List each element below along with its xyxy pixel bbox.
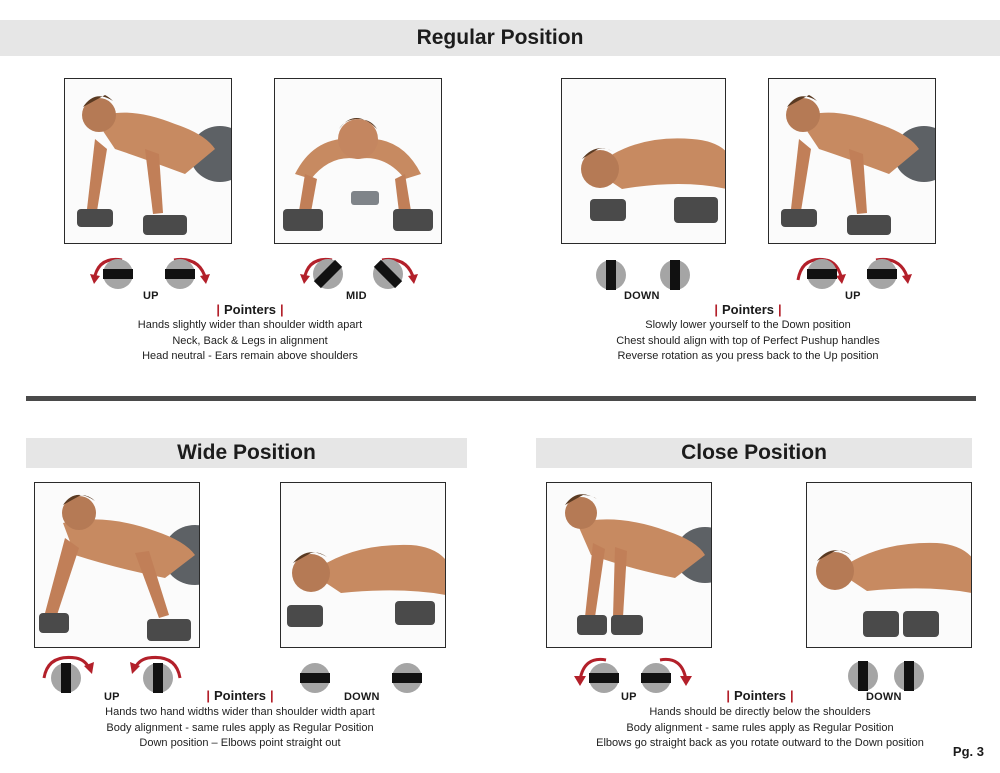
handle-horizontal-icon [298,661,332,695]
regular-mid-photo [274,78,442,244]
close-up-label: UP [621,691,637,703]
pointer-line: Chest should align with top of Perfect P… [616,334,880,347]
accent-bar-icon: | [270,688,274,703]
regular-down-label: DOWN [624,290,660,302]
rotate-clockwise-close-icon [630,650,694,696]
regular-position-banner: Regular Position [0,20,1000,56]
wide-pointers-title: |Pointers| [140,688,340,703]
close-up-photo [546,482,712,648]
regular-position-title: Regular Position [416,26,584,49]
rotate-counterclockwise-mid-icon [296,250,352,292]
wide-pointers-list: Hands two hand widths wider than shoulde… [80,705,400,752]
wide-down-photo [280,482,446,648]
close-position-title: Close Position [681,441,827,464]
wide-up-label: UP [104,691,120,703]
wide-position-banner: Wide Position [26,438,467,468]
regular-right-pointers-title: |Pointers| [648,302,848,317]
pointer-line: Slowly lower yourself to the Down positi… [645,319,851,331]
rotate-clockwise-mid-icon [362,250,422,292]
pointers-heading: Pointers [721,302,774,317]
regular-up-photo [64,78,232,244]
wide-down-label: DOWN [344,691,380,703]
wide-up-photo [34,482,200,648]
accent-bar-icon: | [790,688,794,703]
rotate-clockwise-icon [154,250,214,292]
regular-up-label: UP [143,290,159,302]
close-position-banner: Close Position [536,438,972,468]
regular-down-photo [561,78,726,244]
close-down-photo [806,482,972,648]
rotate-clockwise-vertical-icon [36,650,96,696]
accent-bar-icon: | [280,302,284,317]
pointers-heading: Pointers [213,688,266,703]
pointers-heading: Pointers [223,302,276,317]
pointer-line: Elbows go straight back as you rotate ou… [596,737,924,749]
accent-bar-icon: | [216,302,220,317]
pointer-line: Hands two hand widths wider than shoulde… [105,706,375,718]
regular-left-pointers-list: Hands slightly wider than shoulder width… [100,318,400,365]
pointer-line: Hands slightly wider than shoulder width… [137,319,363,331]
handle-vertical-icon [846,659,880,693]
accent-bar-icon: | [778,302,782,317]
pointer-line: Hands should be directly below the shoul… [649,706,871,718]
regular-right-pointers-list: Slowly lower yourself to the Down positi… [578,318,918,365]
regular-left-pointers-title: |Pointers| [150,302,350,317]
regular-up-return-photo [768,78,936,244]
accent-bar-icon: | [726,688,730,703]
pointer-line: Body alignment - same rules apply as Reg… [106,721,374,734]
close-down-label: DOWN [866,691,902,703]
pointer-line: Neck, Back & Legs in alignment [172,334,328,347]
handle-vertical-icon [892,659,926,693]
section-divider [26,396,976,401]
rotate-counterclockwise-return-icon [790,250,850,292]
accent-bar-icon: | [206,688,210,703]
handle-horizontal-icon [390,661,424,695]
pointer-line: Body alignment - same rules apply as Reg… [626,721,894,734]
regular-mid-label: MID [346,290,367,302]
wide-position-title: Wide Position [177,441,316,464]
handle-vertical-icon [594,258,628,292]
page-number: Pg. 3 [952,744,984,759]
pointer-line: Down position – Elbows point straight ou… [139,737,341,749]
rotate-clockwise-return-icon [856,250,916,292]
rotate-counterclockwise-icon [86,250,142,292]
regular-up-return-label: UP [845,290,861,302]
pointer-line: Head neutral - Ears remain above shoulde… [142,350,358,362]
pointer-line: Reverse rotation as you press back to th… [617,350,879,362]
close-pointers-title: |Pointers| [660,688,860,703]
rotate-counterclockwise-close-icon [572,650,636,696]
handle-vertical-icon [658,258,692,292]
pointers-heading: Pointers [733,688,786,703]
close-pointers-list: Hands should be directly below the shoul… [560,705,960,752]
rotate-counterclockwise-vertical-icon [128,650,188,696]
accent-bar-icon: | [714,302,718,317]
